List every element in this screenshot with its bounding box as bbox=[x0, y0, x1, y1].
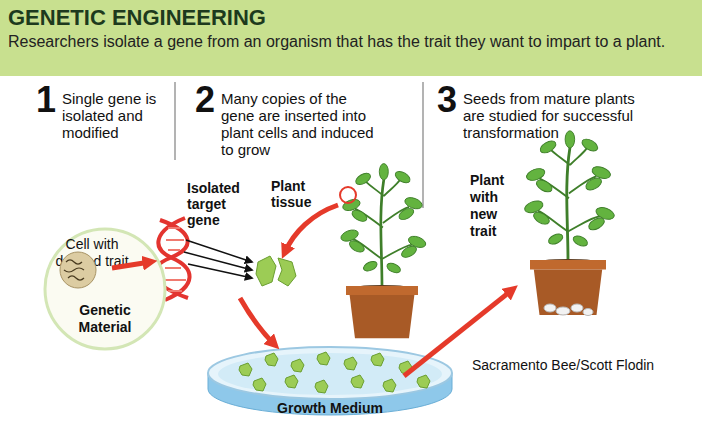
step-number: 2 bbox=[195, 82, 221, 118]
plant-tissue-pieces bbox=[256, 256, 296, 286]
subtitle-text: Researchers isolate a gene from an organ… bbox=[8, 32, 668, 52]
tissue-piece bbox=[256, 256, 276, 286]
step-number: 1 bbox=[36, 82, 62, 118]
part-label: Plant tissue bbox=[271, 178, 326, 210]
red-arrow bbox=[285, 205, 338, 252]
tissue-piece bbox=[278, 258, 296, 286]
plant-illustration bbox=[339, 164, 427, 339]
black-arrow bbox=[188, 264, 252, 278]
title-text: GENETIC ENGINEERING bbox=[8, 5, 266, 31]
part-label: Isolated target gene bbox=[187, 180, 253, 228]
pot-stones bbox=[544, 304, 593, 316]
credit-text: Sacramento Bee/Scott Flodin bbox=[472, 357, 700, 373]
sample-circle bbox=[340, 187, 356, 203]
step-text: Seeds from mature plants are studied for… bbox=[463, 90, 635, 141]
part-label: Plant with new trait bbox=[470, 172, 516, 240]
node-heading: Growth Medium bbox=[205, 400, 455, 416]
plant-illustration bbox=[523, 131, 616, 315]
stone bbox=[556, 307, 570, 315]
separator bbox=[174, 82, 176, 160]
dna-rungs bbox=[163, 228, 186, 291]
black-arrow bbox=[184, 252, 252, 270]
dish-medium bbox=[218, 353, 442, 395]
dish-rim bbox=[208, 347, 452, 399]
petri-dish: Growth Medium bbox=[205, 343, 455, 419]
step-text: Single gene is isolated and modified bbox=[62, 90, 174, 141]
red-arrow bbox=[240, 298, 274, 344]
step-text: Many copies of the gene are inserted int… bbox=[221, 90, 379, 158]
cell-circle: Cell with desired traitGenetic Material bbox=[42, 226, 168, 352]
node-heading: Cell with desired trait bbox=[42, 236, 142, 270]
stone bbox=[544, 304, 556, 312]
step-number: 3 bbox=[437, 82, 463, 118]
stone bbox=[571, 304, 583, 312]
stone bbox=[583, 309, 593, 316]
separator bbox=[422, 82, 424, 208]
black-arrow bbox=[186, 240, 252, 262]
node-body: Genetic Material bbox=[60, 302, 150, 336]
